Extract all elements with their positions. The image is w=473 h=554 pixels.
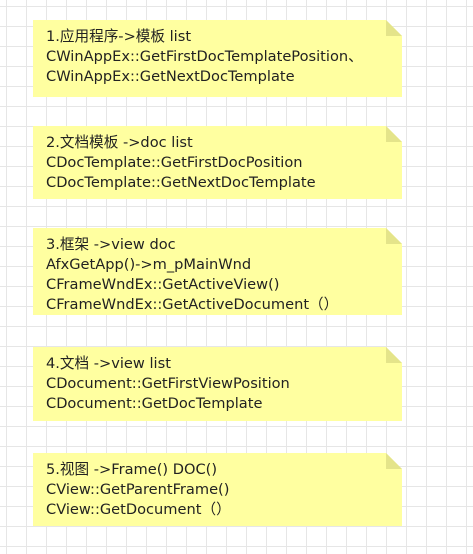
note-line: CFrameWndEx::GetActiveView()	[46, 276, 280, 293]
sticky-note-app-to-template[interactable]: 1.应用程序->模板 list CWinAppEx::GetFirstDocTe…	[33, 20, 402, 97]
note-line: CDocTemplate::GetNextDocTemplate	[46, 174, 316, 191]
sticky-note-doc-to-view[interactable]: 4.文档 ->view list CDocument::GetFirstView…	[33, 347, 402, 421]
note-line: CFrameWndEx::GetActiveDocument（）	[46, 296, 339, 313]
note-line: CView::GetDocument（）	[46, 501, 231, 518]
note-line: CWinAppEx::GetNextDocTemplate	[46, 68, 295, 85]
note-line: AfxGetApp()->m_pMainWnd	[46, 256, 252, 273]
note-title: 4.文档 ->view list	[46, 355, 171, 372]
note-title: 3.框架 ->view doc	[46, 236, 176, 253]
note-title: 5.视图 ->Frame() DOC()	[46, 461, 218, 478]
sticky-note-view-to-frame[interactable]: 5.视图 ->Frame() DOC() CView::GetParentFra…	[33, 453, 402, 526]
sticky-note-template-to-doc[interactable]: 2.文档模板 ->doc list CDocTemplate::GetFirst…	[33, 126, 402, 199]
note-line: CWinAppEx::GetFirstDocTemplatePosition、	[46, 48, 363, 65]
note-line: CDocument::GetDocTemplate	[46, 395, 263, 412]
note-title: 1.应用程序->模板 list	[46, 28, 192, 45]
note-line: CDocument::GetFirstViewPosition	[46, 375, 290, 392]
note-line: CDocTemplate::GetFirstDocPosition	[46, 154, 303, 171]
note-title: 2.文档模板 ->doc list	[46, 134, 193, 151]
note-line: CView::GetParentFrame()	[46, 481, 230, 498]
sticky-note-frame-to-view[interactable]: 3.框架 ->view doc AfxGetApp()->m_pMainWnd …	[33, 228, 402, 315]
